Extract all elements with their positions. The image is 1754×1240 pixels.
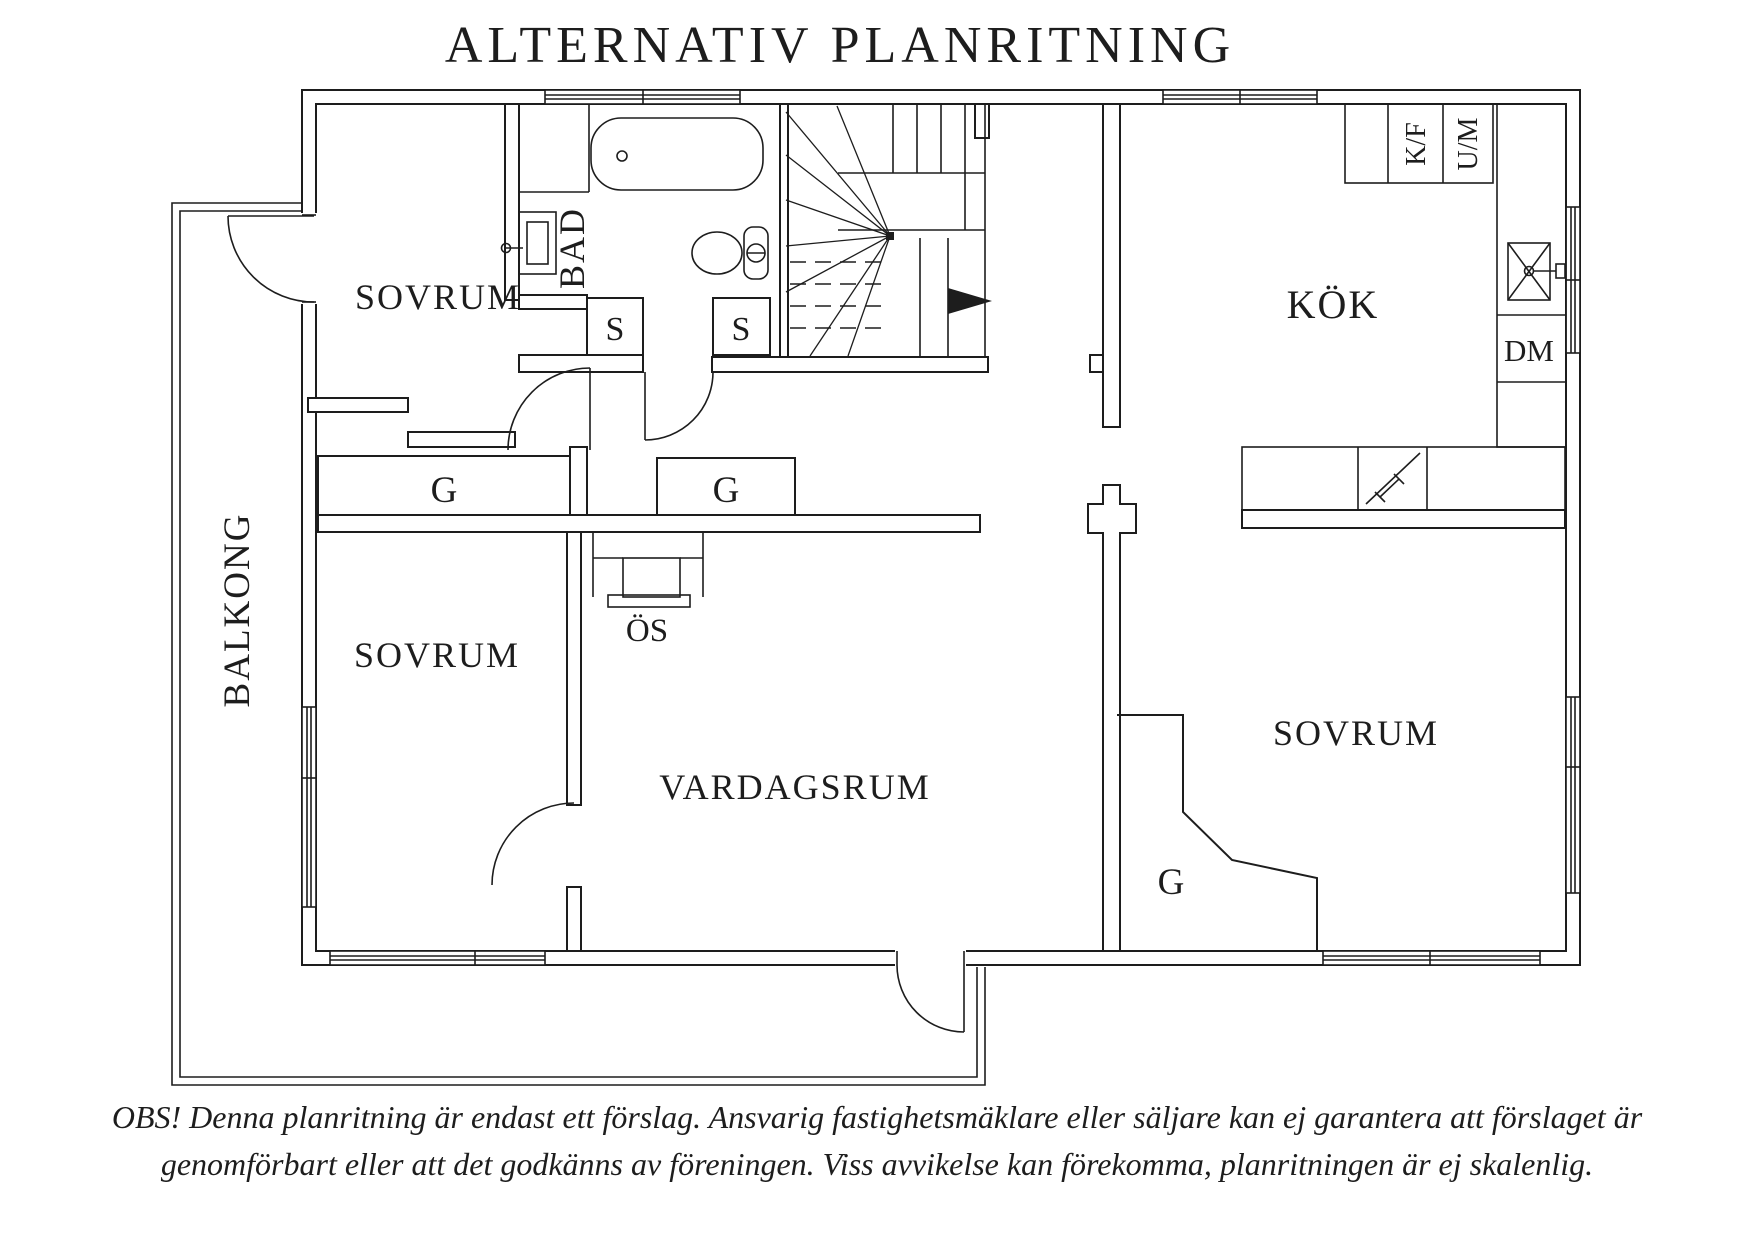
winder-treads <box>785 105 894 357</box>
room-labels: SOVRUM SOVRUM SOVRUM VARDAGSRUM KÖK BAD … <box>217 207 1439 807</box>
room-label-bathroom: BAD <box>552 207 592 289</box>
dishwasher-label: DM <box>1504 333 1554 368</box>
window-left-bedroom <box>301 706 317 908</box>
room-label-kitchen: KÖK <box>1287 282 1380 327</box>
balcony-railing <box>171 202 986 1086</box>
wardrobe-hall-box <box>656 457 796 516</box>
closet-s1-box <box>586 297 644 356</box>
balcony-door-arc <box>227 215 315 303</box>
window-right-kitchen <box>1565 206 1581 354</box>
disclaimer-line-1: OBS! Denna planritning är endast ett för… <box>112 1099 1643 1135</box>
oven-microwave-label: U/M <box>1453 117 1484 170</box>
closet-s2-box <box>712 297 771 356</box>
window-bottom-left <box>329 950 546 966</box>
kitchen-fixtures <box>1241 103 1567 511</box>
fridge-freezer-cabinet <box>1344 103 1494 184</box>
room-label-living-room: VARDAGSRUM <box>659 767 930 807</box>
disclaimer-line-2: genomförbart eller att det godkänns av f… <box>161 1146 1593 1182</box>
sink-icon <box>500 211 557 275</box>
cross-wall-pier <box>1087 484 1137 952</box>
fireplace-icon <box>592 532 704 608</box>
living-room-door-arc <box>896 964 965 1033</box>
wardrobe-left-box <box>317 455 571 516</box>
stair-direction-arrow-icon <box>948 288 992 314</box>
stair-cut-lines <box>790 261 888 329</box>
bedroom1-door-arc <box>507 367 591 451</box>
disclaimer: OBS! Denna planritning är endast ett för… <box>112 1099 1643 1182</box>
staircase <box>785 104 992 357</box>
exterior-door-openings <box>300 213 966 967</box>
fixture-labels: G G G S S ÖS DM K/F U/M <box>431 117 1554 903</box>
interior-walls <box>307 103 1566 952</box>
door-swings <box>227 215 965 1033</box>
bathtub-icon <box>590 117 764 191</box>
fridge-freezer-label: K/F <box>1401 122 1432 166</box>
windows <box>301 89 1581 966</box>
window-top-kitchen <box>1162 89 1318 105</box>
room-label-bedroom-bottom-right: SOVRUM <box>1273 713 1439 753</box>
closet-label-2: S <box>732 311 751 348</box>
wardrobe-label-hall: G <box>713 470 740 511</box>
wardrobe-angled-wall <box>1117 714 1318 951</box>
room-label-bedroom-top-left: SOVRUM <box>355 277 521 317</box>
kitchen-sink-icon <box>1507 242 1566 301</box>
stove-icon <box>1365 452 1421 505</box>
window-right-bedroom <box>1565 696 1581 894</box>
bathtub-drain <box>616 150 628 162</box>
wardrobe-label-bedroom3: G <box>1158 862 1185 903</box>
fireplace-label: ÖS <box>626 613 668 649</box>
bedroom2-door-arc <box>491 802 575 886</box>
wardrobe-label-left: G <box>431 470 458 511</box>
window-top-left <box>544 89 741 105</box>
kitchen-south-counter <box>1241 446 1566 511</box>
window-bottom-right <box>1322 950 1541 966</box>
bathroom-door-arc <box>644 371 714 441</box>
toilet-icon <box>691 226 769 280</box>
room-label-bedroom-bottom-left: SOVRUM <box>354 635 520 675</box>
page-title: ALTERNATIV PLANRITNING <box>445 17 1235 74</box>
closet-label-1: S <box>606 311 625 348</box>
room-label-balcony: BALKONG <box>217 513 258 708</box>
bathroom-fixtures <box>500 104 769 280</box>
